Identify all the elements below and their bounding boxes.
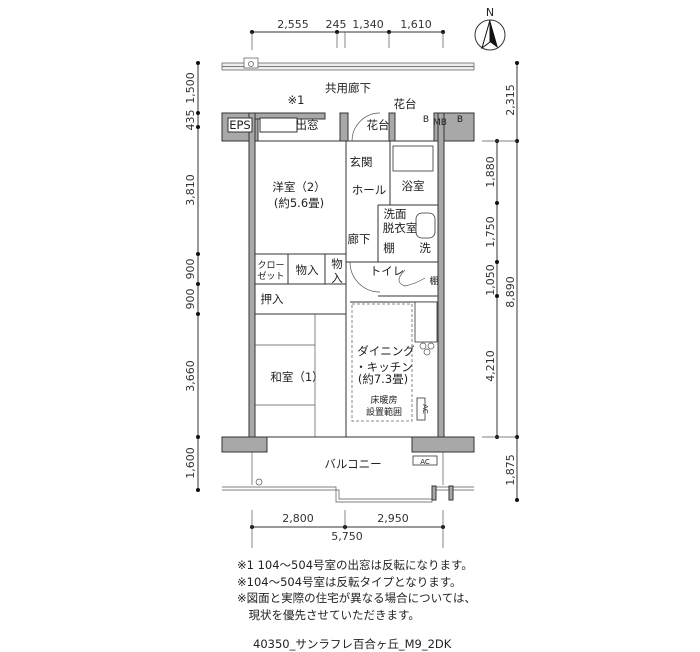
svg-text:棚: 棚 <box>383 241 395 255</box>
svg-text:3,810: 3,810 <box>184 174 197 206</box>
north-arrow-icon: N <box>474 6 506 51</box>
svg-text:設置範囲: 設置範囲 <box>366 406 402 418</box>
left-dimensions: 1,500 435 3,810 900 900 3,660 1,600 <box>184 61 200 492</box>
svg-text:出窓: 出窓 <box>296 118 319 132</box>
svg-text:1,050: 1,050 <box>484 264 497 296</box>
svg-text:花台: 花台 <box>394 97 417 111</box>
svg-text:押入: 押入 <box>261 292 284 306</box>
svg-text:共用廊下: 共用廊下 <box>325 81 371 95</box>
svg-text:花台: 花台 <box>367 118 390 132</box>
balcony-rail <box>222 452 474 503</box>
svg-text:2,555: 2,555 <box>277 18 309 31</box>
svg-text:トイレ: トイレ <box>370 264 405 278</box>
room-labels: 共用廊下 ※1 EPS 出窓 花台 花台 B MB B 玄関 ホール 浴室 洋室… <box>229 81 463 471</box>
svg-text:1,875: 1,875 <box>504 454 517 486</box>
svg-text:B: B <box>423 115 429 125</box>
svg-text:※1: ※1 <box>288 93 305 107</box>
notes: ※1 104～504号室の出窓は反転になります。 ※104～504号室は反転タイ… <box>237 557 476 623</box>
svg-text:AC: AC <box>420 458 430 466</box>
svg-text:物: 物 <box>331 257 343 271</box>
note-4: 現状を優先させていただきます。 <box>237 607 420 622</box>
svg-text:洗: 洗 <box>419 241 431 255</box>
corridor-wall <box>221 57 475 71</box>
svg-text:AC: AC <box>421 404 429 414</box>
svg-text:ホール: ホール <box>352 183 387 197</box>
svg-text:(約7.3畳): (約7.3畳) <box>358 372 408 386</box>
svg-text:B: B <box>457 115 463 125</box>
svg-text:バルコニー: バルコニー <box>324 457 381 471</box>
walls <box>221 112 475 453</box>
svg-text:玄関: 玄関 <box>350 155 373 169</box>
svg-text:EPS: EPS <box>229 118 251 132</box>
svg-text:物入: 物入 <box>296 263 319 277</box>
svg-text:435: 435 <box>184 110 197 131</box>
floor-heating-area <box>351 303 413 422</box>
svg-text:2,315: 2,315 <box>504 84 517 116</box>
svg-text:1,600: 1,600 <box>184 447 197 479</box>
svg-text:クロー: クロー <box>257 260 284 271</box>
svg-text:洗面: 洗面 <box>384 207 407 221</box>
svg-text:(約5.6畳): (約5.6畳) <box>274 196 324 210</box>
note-3: ※図面と実際の住宅が異なる場合については、 <box>237 591 477 605</box>
svg-text:MB: MB <box>433 118 447 128</box>
svg-text:5,750: 5,750 <box>331 530 363 543</box>
svg-text:脱衣室: 脱衣室 <box>383 221 418 235</box>
plan-caption: 40350_サンラフレ百合ヶ丘_M9_2DK <box>253 637 452 651</box>
svg-text:棚: 棚 <box>429 275 438 287</box>
svg-text:900: 900 <box>184 259 197 280</box>
note-2: ※104～504号室は反転タイプとなります。 <box>237 574 462 589</box>
svg-text:・キッチン: ・キッチン <box>355 360 413 374</box>
svg-text:3,660: 3,660 <box>184 360 197 392</box>
svg-text:900: 900 <box>184 289 197 310</box>
note-1: ※1 104～504号室の出窓は反転になります。 <box>237 558 473 572</box>
top-dimensions: 2,555 245 1,340 1,610 <box>250 18 445 50</box>
svg-text:N: N <box>486 6 494 19</box>
svg-text:8,890: 8,890 <box>504 276 517 308</box>
bottom-dimensions: 2,800 2,950 5,750 <box>250 510 445 548</box>
svg-text:245: 245 <box>326 18 347 31</box>
svg-text:1,500: 1,500 <box>184 72 197 104</box>
svg-text:1,610: 1,610 <box>400 18 432 31</box>
svg-text:1,880: 1,880 <box>484 156 497 188</box>
svg-text:1,750: 1,750 <box>484 216 497 248</box>
svg-text:4,210: 4,210 <box>484 350 497 382</box>
svg-text:1,340: 1,340 <box>352 18 384 31</box>
svg-text:浴室: 浴室 <box>402 179 425 193</box>
svg-text:ダイニング: ダイニング <box>357 344 415 358</box>
svg-text:和室（1）: 和室（1） <box>270 370 323 384</box>
svg-text:2,800: 2,800 <box>282 512 314 525</box>
svg-text:廊下: 廊下 <box>348 232 371 246</box>
right-dimensions: 1,880 1,750 1,050 4,210 2,315 8,890 1,87… <box>482 61 519 502</box>
svg-text:洋室（2）: 洋室（2） <box>272 180 325 194</box>
svg-text:2,950: 2,950 <box>377 512 409 525</box>
svg-text:床暖房: 床暖房 <box>370 394 397 406</box>
svg-text:ゼット: ゼット <box>257 270 284 282</box>
svg-text:入: 入 <box>331 271 343 285</box>
